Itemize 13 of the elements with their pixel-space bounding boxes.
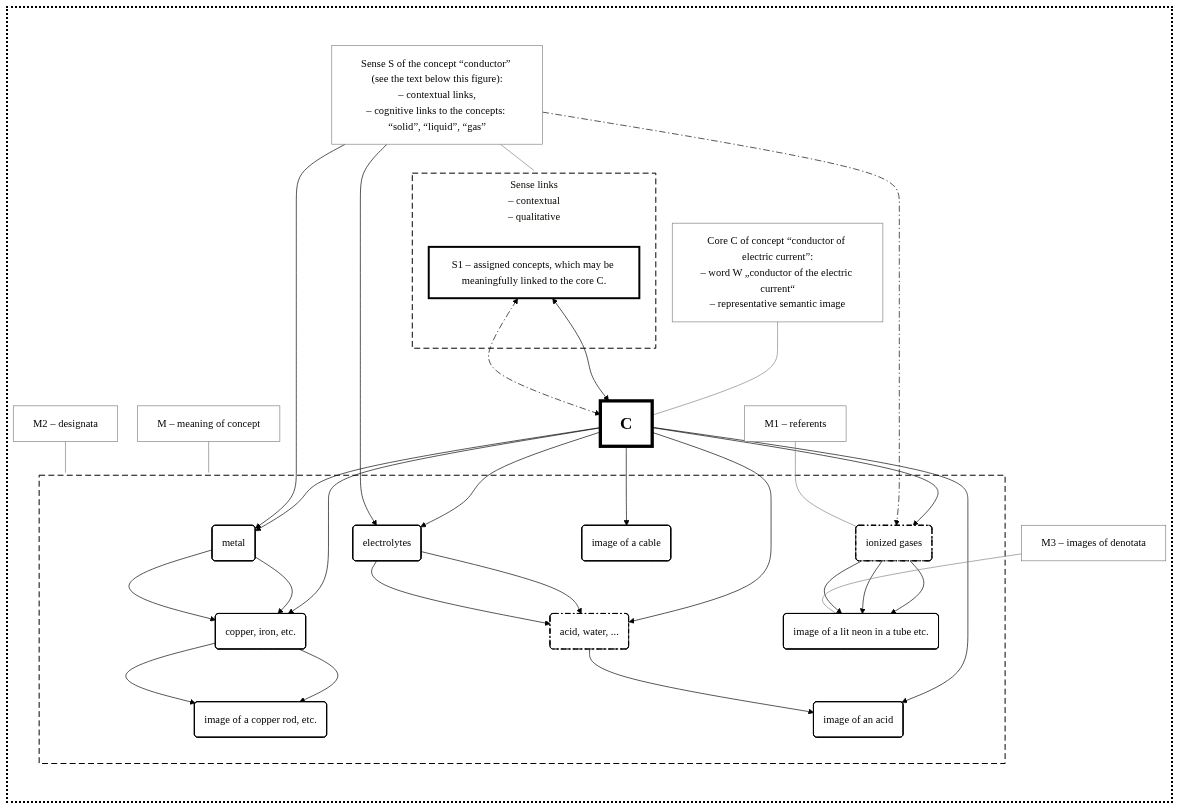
node-box: Core C of concept “conductor of electric current”: – word W „conductor of the electric current“ – representative semantic image — [671, 222, 884, 323]
connector — [500, 143, 535, 171]
node-box: M2 – designata — [12, 405, 118, 442]
node-box: Sense S of the concept “conductor” (see the text below this figure): – contextual links, – cognitive links to the concepts: “solid”, “liquid”, “gas” — [331, 45, 543, 145]
node-box: M – meaning of concept — [137, 405, 281, 442]
node-box: M3 – images of denotata — [1021, 524, 1167, 562]
node-box: C — [598, 399, 654, 448]
connector — [208, 441, 209, 473]
connector — [795, 441, 858, 528]
connector — [65, 441, 66, 473]
cluster — [38, 474, 1006, 764]
node-box: M1 – referents — [744, 405, 847, 442]
node-box: S1 – assigned concepts, which may be meaningfully linked to the core C. — [427, 245, 641, 300]
